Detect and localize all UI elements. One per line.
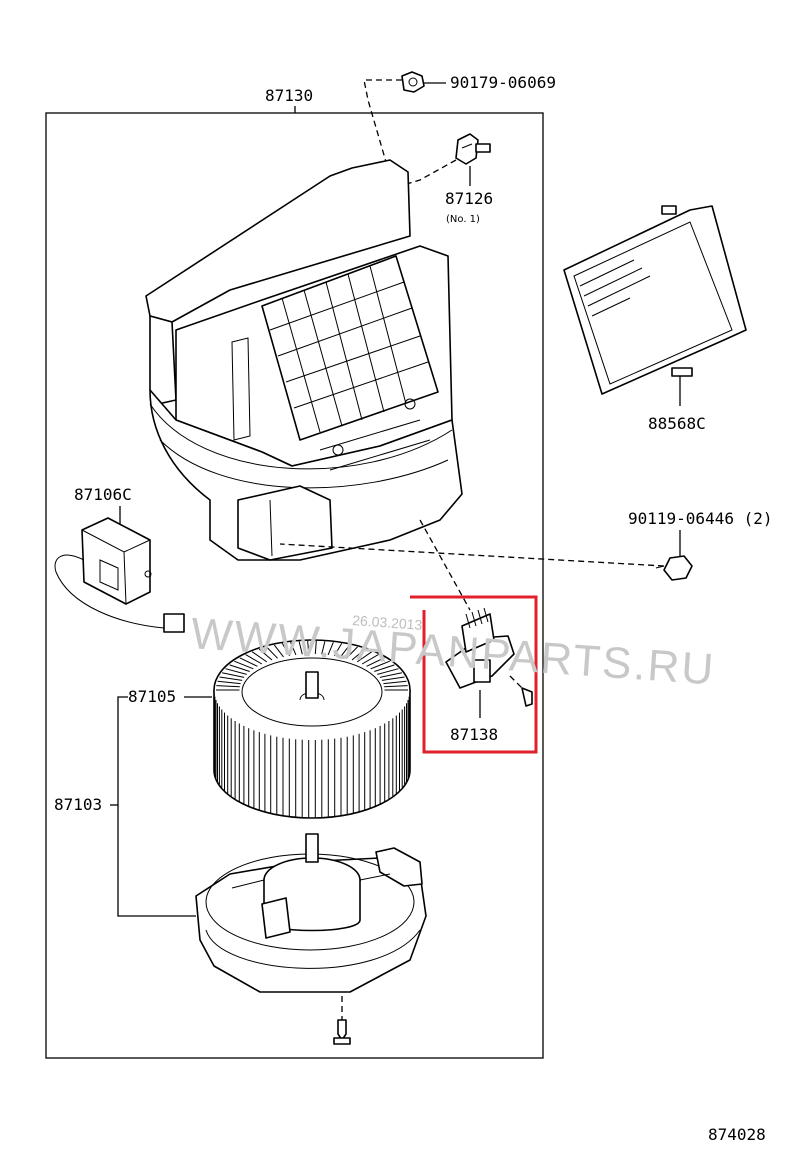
blower-housing-icon [145,159,463,561]
blower-motor-icon [195,833,427,993]
label-87130: 87130 [265,86,313,105]
dashed-screw-line [279,543,665,567]
label-87126-note: (No. 1) [446,214,480,225]
bracket-87103 [117,696,196,917]
fan-wheel-icon [213,639,411,819]
motor-screw-icon [333,996,351,1045]
dashed-resistor-line [419,519,471,611]
label-87103: 87103 [54,795,102,814]
label-90119-06446: 90119-06446 (2) [628,509,773,528]
watermark-date: 26.03.2013 [352,612,423,633]
screw-icon [655,555,693,581]
servo-motor-icon [54,517,185,633]
label-87126: 87126 [445,189,493,208]
highlight-bracket [410,595,538,754]
nut-icon [401,71,425,93]
clip-icon [455,133,491,165]
label-87138: 87138 [450,725,498,744]
label-87105: 87105 [128,687,176,706]
dashed-nut-line [363,79,402,163]
air-filter-icon [563,205,747,395]
label-88568C: 88568C [648,414,706,433]
resistor-icon [445,607,533,707]
figure-number: 874028 [708,1125,766,1144]
label-90179-06069: 90179-06069 [450,73,556,92]
label-87106C: 87106C [74,485,132,504]
